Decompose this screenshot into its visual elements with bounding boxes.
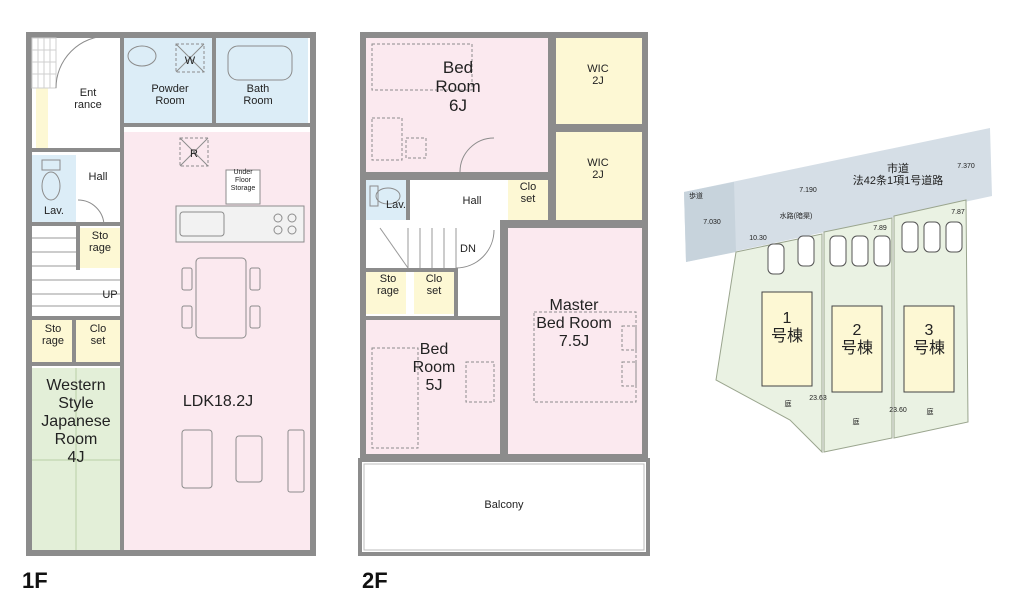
sidewalk-label: 歩道 (689, 191, 703, 200)
floor-2-walls (360, 32, 648, 460)
closet-hall-area (508, 180, 548, 220)
waterway-label: 水路(暗渠) (780, 211, 813, 220)
closet-area-2f (414, 272, 454, 314)
wic1-area (556, 38, 642, 124)
wic2-area (556, 132, 642, 220)
yard-lot-3: 庭 (927, 407, 934, 416)
floor-2-caption: 2F (362, 568, 388, 593)
dim-lot2-side: 23.60 (889, 407, 907, 414)
dim-lot3-front: 7.87 (951, 209, 965, 216)
ldk-area (124, 132, 312, 552)
toilet-1f (41, 159, 61, 201)
master-area (508, 228, 642, 454)
label-hall-1f: Hall (89, 171, 108, 183)
fridge (179, 137, 209, 167)
lav-area-2f (366, 180, 406, 220)
dim-lot2-front: 7.89 (873, 225, 887, 232)
label-hall-2f: Hall (463, 195, 482, 207)
label-w: W (185, 55, 196, 67)
bed6-area (366, 38, 548, 172)
lav-door-swing (77, 199, 105, 227)
entrance-door-swing (55, 35, 109, 89)
yard-lot-1: 庭 (785, 399, 792, 408)
master-furniture (533, 311, 637, 403)
dim-left: 7.030 (703, 219, 721, 226)
building-3 (903, 305, 955, 393)
bed5-area (366, 320, 500, 454)
bed6-furniture (371, 43, 473, 161)
powder-room-area (124, 38, 212, 123)
balcony (358, 458, 650, 556)
toilet-2f (369, 185, 401, 207)
storage-stairs-area (80, 228, 120, 268)
building-2 (831, 305, 883, 393)
label-up: UP (102, 289, 117, 301)
label-ldk: LDK18.2J (183, 393, 253, 410)
floor-1-caption: 1F (22, 568, 48, 593)
label-dn: DN (460, 243, 476, 255)
sidewalk-band (684, 182, 736, 262)
entrance-tiles (31, 37, 57, 89)
road-label: 市道法42条1項1号道路 (853, 161, 943, 187)
yard-lot-2: 庭 (853, 417, 860, 426)
shoe-cabinet (36, 88, 48, 148)
site-plan: 市道法42条1項1号道路 歩道 水路(暗渠) 7.190 7.370 7.030… (684, 128, 992, 454)
label-lav-2f: Lav. (386, 199, 406, 211)
bed5-furniture (371, 347, 495, 449)
dim-frontage: 10.30 (749, 235, 767, 242)
dim-road-1: 7.190 (799, 187, 817, 194)
kitchen-sink (179, 211, 225, 237)
dim-road-2: 7.370 (957, 163, 975, 170)
storage-area-1f (32, 320, 72, 362)
powder-fixtures (127, 43, 205, 73)
living-sofa (181, 429, 305, 493)
label-lav-1f: Lav. (44, 205, 64, 217)
underfloor-storage-box (225, 169, 261, 205)
kitchen-counter (175, 205, 305, 243)
label-r: R (190, 148, 198, 160)
parking-cars (767, 221, 963, 275)
stair-door-swing (455, 229, 495, 269)
label-balcony: Balcony (484, 499, 524, 511)
building-1 (761, 291, 813, 387)
dining-table (181, 257, 261, 339)
stove (273, 213, 297, 235)
bathtub (227, 45, 293, 81)
floor-1-walls (26, 32, 316, 556)
stairs-2f (379, 227, 457, 269)
closet-area-1f (76, 320, 120, 362)
road-band (684, 128, 992, 262)
lav-area-1f (32, 155, 76, 225)
storage-area-2f (366, 272, 406, 314)
tatami-lines (32, 368, 120, 552)
dim-lot1-side: 23.63 (809, 395, 827, 402)
stairs-1f (32, 237, 120, 307)
bed6-door-swing (459, 137, 495, 173)
